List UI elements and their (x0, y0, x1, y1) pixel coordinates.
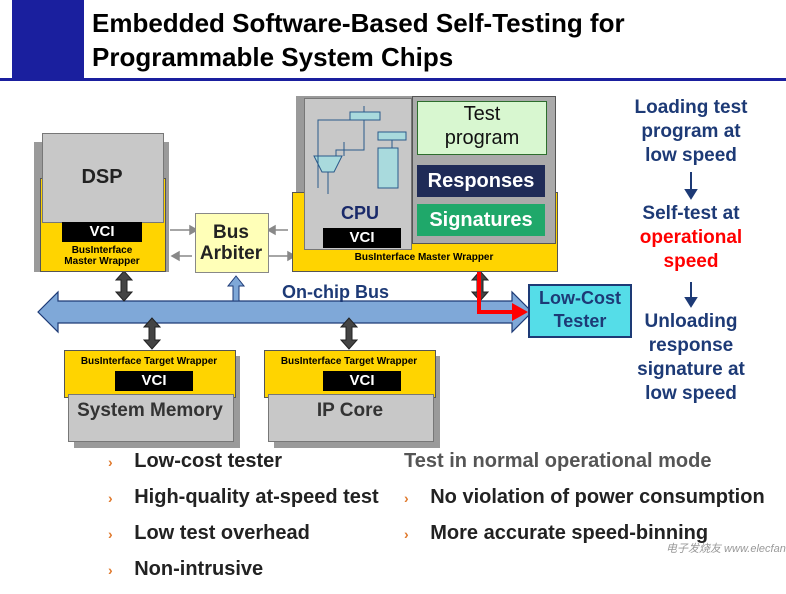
bullet-arrow-icon: › (404, 490, 409, 506)
dsp-vci: VCI (62, 222, 142, 242)
watermark-logo: 电子发烧友 www.elecfans.com (666, 543, 786, 555)
ipcore-bus-double-arrow (339, 317, 359, 350)
list-item: › Low-cost tester (108, 450, 398, 486)
flow-step2-line1: Self-test at (642, 203, 740, 224)
page-title: Embedded Software-Based Self-Testing for… (92, 6, 625, 74)
bus-arbiter-line2: Arbiter (199, 243, 263, 264)
system-memory-wrapper-label: BusInterface Target Wrapper (80, 356, 218, 367)
test-program-box: Test program (417, 101, 547, 155)
flow-step2-line2: operational (639, 227, 743, 248)
system-memory-block (68, 394, 234, 442)
flow-step1-line3: low speed (645, 145, 737, 166)
dsp-block (42, 133, 164, 223)
bullet-text: Non-intrusive (134, 558, 264, 580)
title-line-1: Embedded Software-Based Self-Testing for (92, 8, 625, 38)
bullet-text: Low-cost tester (134, 450, 283, 472)
title-line-2: Programmable System Chips (92, 42, 454, 72)
dsp-wrapper-line2: Master Wrapper (64, 256, 140, 267)
cpu-datapath-icon (313, 106, 407, 194)
test-program-line2: program (444, 127, 520, 149)
dsp-label: DSP (81, 166, 123, 188)
system-memory-vci: VCI (115, 371, 193, 391)
bus-arbiter-label: Bus Arbiter (195, 222, 267, 264)
title-accent-bar (12, 0, 84, 78)
cpu-label: CPU (340, 203, 379, 223)
title-underline (0, 78, 786, 81)
bullet-arrow-icon: › (108, 562, 113, 578)
arbiter-bus-arrow (226, 275, 246, 302)
bullet-arrow-icon: › (108, 454, 113, 470)
bullet-text: More accurate speed-binning (430, 522, 709, 544)
flow-step-2: Self-test at operational speed (616, 202, 766, 274)
ip-core-wrapper-label: BusInterface Target Wrapper (280, 356, 418, 367)
low-cost-tester-block (528, 284, 632, 338)
bullet-arrow-icon: › (108, 526, 113, 542)
bullet-text: No violation of power consumption (430, 486, 765, 508)
flow-step2-line3: speed (663, 251, 719, 272)
responses-box: Responses (417, 165, 545, 197)
flow-step3-line3: signature at (637, 359, 745, 380)
dsp-wrapper-label: BusInterface Master Wrapper (40, 245, 164, 267)
right-bullet-list: › No violation of power consumption › Mo… (404, 486, 784, 558)
flow-step3-line1: Unloading (644, 311, 738, 332)
bus-arbiter-line1: Bus (213, 222, 249, 243)
cpu-wrapper-label: BusInterface Master Wrapper (354, 252, 494, 263)
list-item: › No violation of power consumption (404, 486, 784, 522)
ip-core-block (268, 394, 434, 442)
left-bullet-list: › Low-cost tester › High-quality at-spee… (108, 450, 398, 594)
list-item: › High-quality at-speed test (108, 486, 398, 522)
flow-step-3: Unloading response signature at low spee… (616, 310, 766, 406)
memory-bus-double-arrow (142, 317, 162, 350)
ip-core-label: IP Core (316, 400, 384, 421)
dsp-wrapper-line1: BusInterface (71, 245, 133, 256)
signatures-box: Signatures (417, 204, 545, 236)
bus-arbiter-block (195, 213, 269, 273)
ip-core-vci: VCI (323, 371, 401, 391)
tester-line1: Low-Cost (539, 288, 621, 308)
tester-line2: Tester (553, 311, 607, 331)
flow-step3-line4: low speed (645, 383, 737, 404)
flow-step1-line1: Loading test (634, 97, 748, 118)
arbiter-request-arrows (170, 224, 297, 262)
cpu-vci: VCI (323, 228, 401, 248)
bullet-arrow-icon: › (404, 526, 409, 542)
test-program-line1: Test (463, 103, 501, 125)
flow-step3-line2: response (648, 335, 734, 356)
list-item: › Non-intrusive (108, 558, 398, 594)
bullet-text: High-quality at-speed test (134, 486, 379, 508)
list-item: › More accurate speed-binning (404, 522, 784, 558)
flow-arrows (684, 172, 698, 308)
flow-step-1: Loading test program at low speed (616, 96, 766, 168)
system-memory-label: System Memory (77, 400, 223, 421)
bullet-arrow-icon: › (108, 490, 113, 506)
onchip-bus-label: On-chip Bus (282, 282, 389, 302)
dsp-bus-double-arrow (114, 270, 134, 302)
bullet-text: Low test overhead (134, 522, 310, 544)
low-cost-tester-label: Low-Cost Tester (528, 287, 632, 333)
list-item: › Low test overhead (108, 522, 398, 558)
red-path-arrowhead (512, 303, 528, 321)
flow-step1-line2: program at (641, 121, 741, 142)
right-heading: Test in normal operational mode (404, 450, 712, 472)
